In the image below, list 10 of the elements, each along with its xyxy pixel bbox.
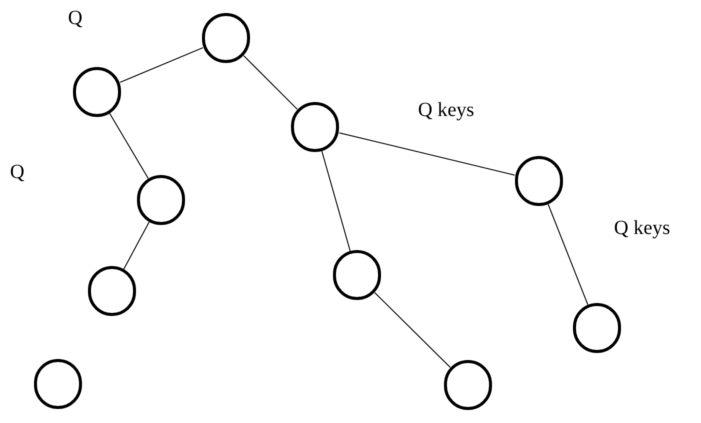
connector-line [321, 150, 351, 252]
connector-line [338, 132, 516, 176]
node-label: Q keys [614, 218, 670, 238]
connector-line [374, 292, 451, 368]
connector-line [243, 55, 298, 110]
node-label: Q [68, 8, 82, 28]
node-label: Q keys [418, 100, 474, 120]
node-label: Q [10, 162, 24, 182]
connector-line [548, 204, 588, 306]
connector-line [120, 47, 204, 83]
